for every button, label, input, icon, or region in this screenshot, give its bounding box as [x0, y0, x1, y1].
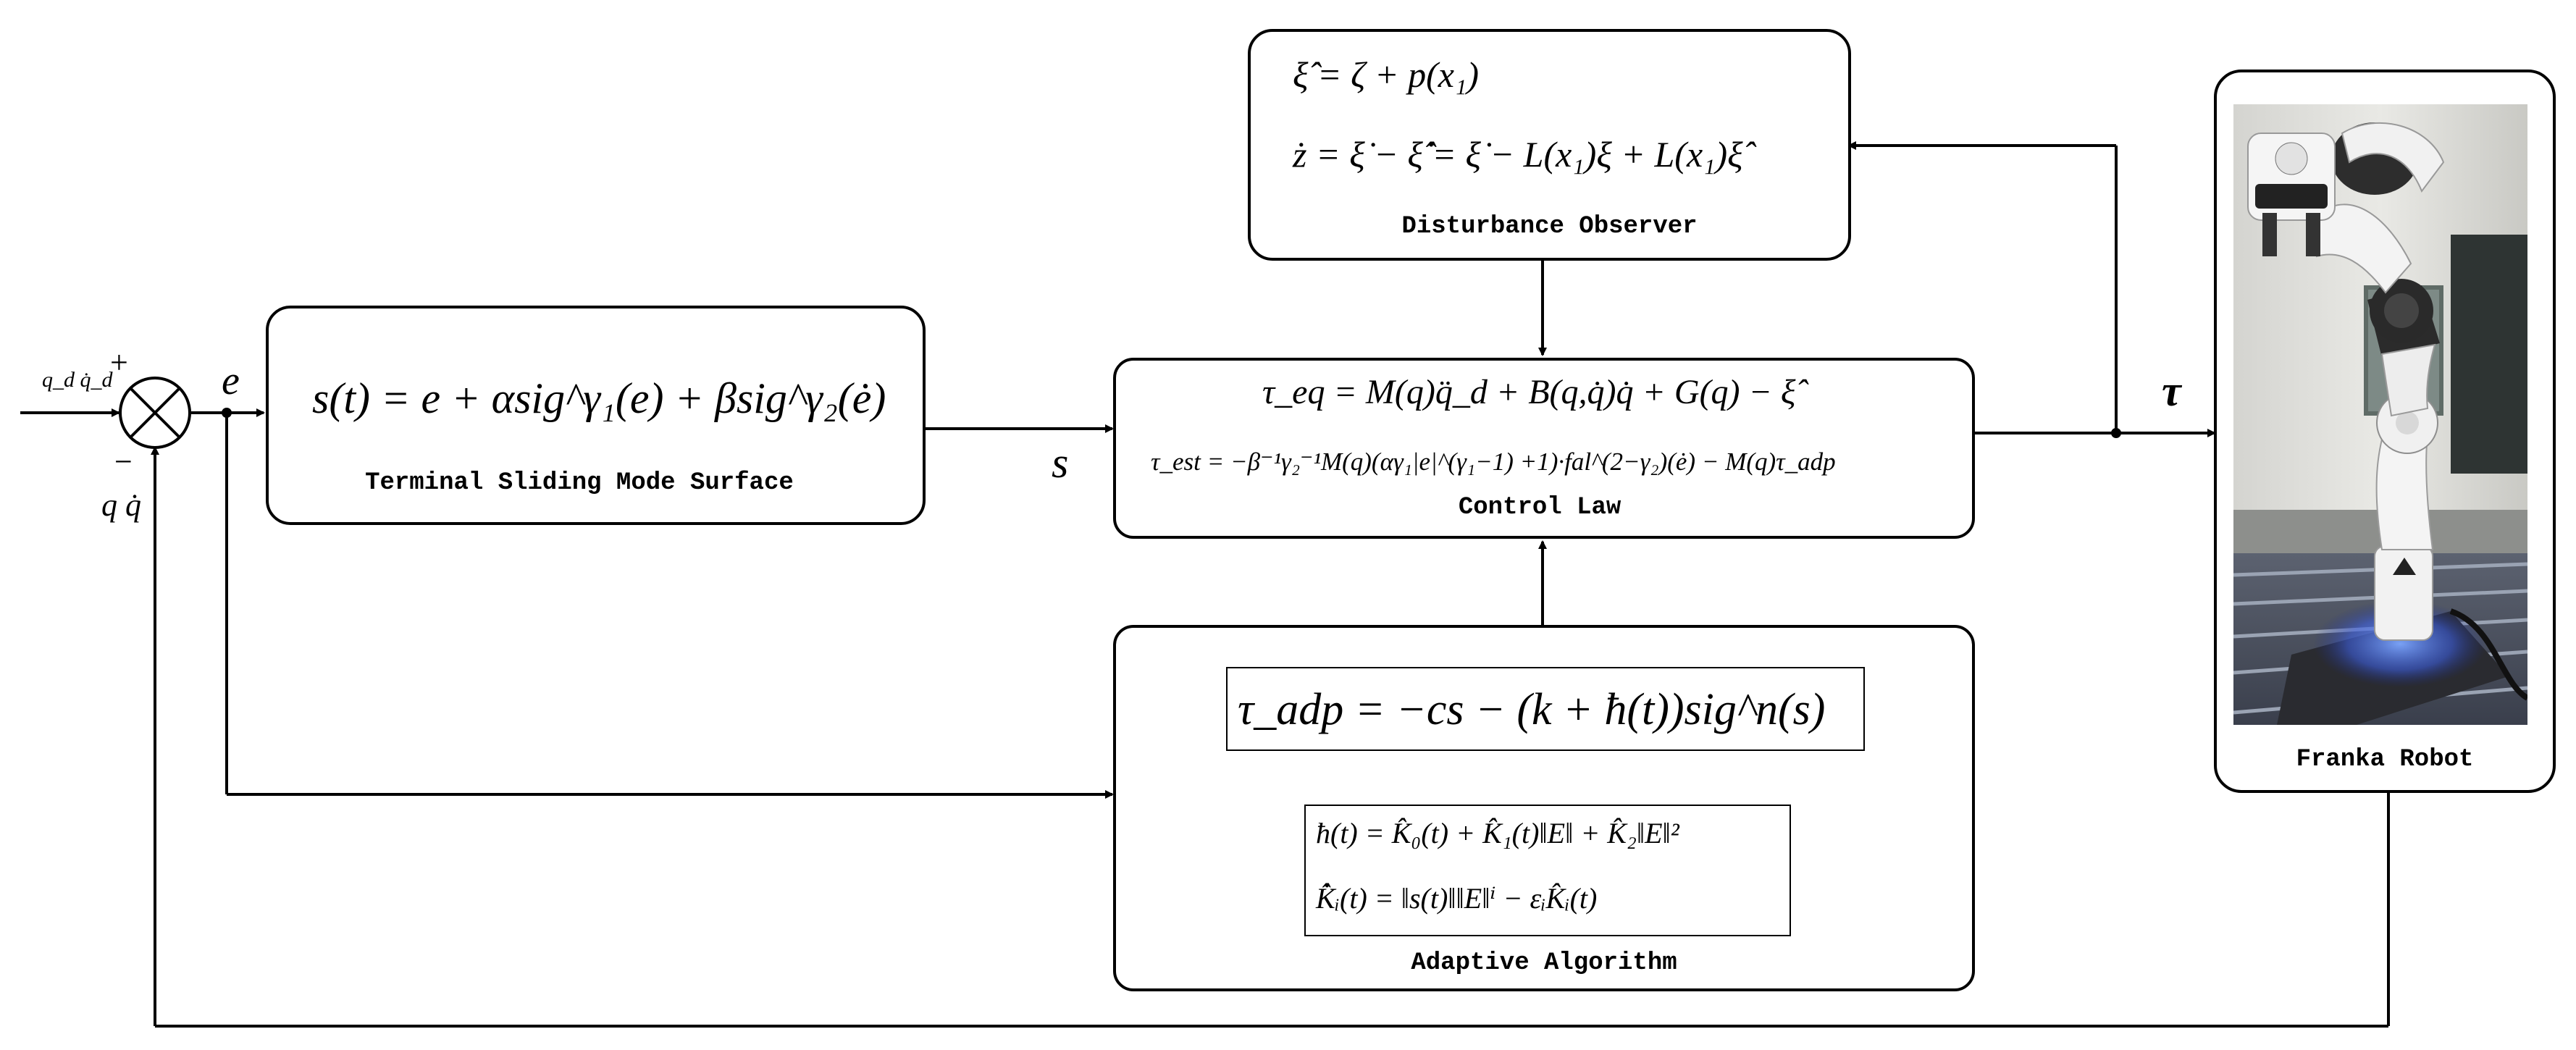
sliding-surface-equation: s(t) = e + αsig^γ₁(e) + βsig^γ₂(ė) — [312, 374, 886, 422]
robot-illustration — [2233, 104, 2527, 725]
summing-junction — [119, 377, 191, 449]
control-law-equation-1: τ_eq = M(q)q̈_d + B(q,q̇)q̇ + G(q) − ξ̂ — [1262, 373, 1796, 411]
disturbance-observer-block: ξ̂ = ζ + p(x₁) ż = ξ̇ − ξ̂̇ = ξ̇ − L(x₁)… — [1248, 29, 1851, 261]
desired-input-label: q_d q̇_d — [42, 368, 113, 392]
control-law-title: Control Law — [1458, 494, 1621, 521]
torque-label: τ — [2162, 367, 2181, 415]
plus-sign: + — [110, 345, 128, 380]
minus-sign: − — [114, 444, 133, 479]
gain-equation-k: K̂̇ᵢ(t) = ‖s(t)‖‖E‖ⁱ − εᵢK̂ᵢ(t) — [1316, 882, 1598, 915]
sliding-surface-block: s(t) = e + αsig^γ₁(e) + βsig^γ₂(ė) Termi… — [266, 306, 926, 525]
adaptive-algorithm-block: τ_adp = −cs − (k + ħ(t))sig^n(s) ħ(t) = … — [1113, 625, 1975, 991]
sliding-surface-title: Terminal Sliding Mode Surface — [365, 469, 794, 497]
observer-equation-1: ξ̂ = ζ + p(x₁) — [1293, 54, 1480, 95]
tau-junction-dot — [2111, 428, 2121, 438]
gain-equations-box: ħ(t) = K̂₀(t) + K̂₁(t)‖E‖ + K̂₂‖E‖² K̂̇ᵢ… — [1304, 805, 1791, 936]
control-law-equation-2: τ_est = −β⁻¹γ₂⁻¹M(q)(αγ₁|e|^(γ₁−1) +1)·f… — [1151, 448, 1836, 476]
feedback-label: q q̇ — [101, 487, 141, 523]
observer-equation-2: ż = ξ̇ − ξ̂̇ = ξ̇ − L(x₁)ξ + L(x₁)ξ̂ — [1293, 134, 1743, 175]
adaptive-law-box: τ_adp = −cs − (k + ħ(t))sig^n(s) — [1226, 667, 1865, 751]
robot-title: Franka Robot — [2296, 746, 2474, 773]
adaptive-algorithm-title: Adaptive Algorithm — [1411, 949, 1677, 977]
sliding-variable-label: s — [1052, 439, 1069, 487]
observer-title: Disturbance Observer — [1401, 213, 1698, 240]
error-label: e — [222, 358, 240, 403]
error-junction-dot — [222, 408, 232, 418]
control-law-block: τ_eq = M(q)q̈_d + B(q,q̇)q̇ + G(q) − ξ̂ … — [1113, 358, 1975, 539]
robot-photo — [2233, 104, 2527, 725]
gain-equation-h: ħ(t) = K̂₀(t) + K̂₁(t)‖E‖ + K̂₂‖E‖² — [1316, 817, 1679, 849]
adaptive-law-equation: τ_adp = −cs − (k + ħ(t))sig^n(s) — [1238, 685, 1826, 734]
